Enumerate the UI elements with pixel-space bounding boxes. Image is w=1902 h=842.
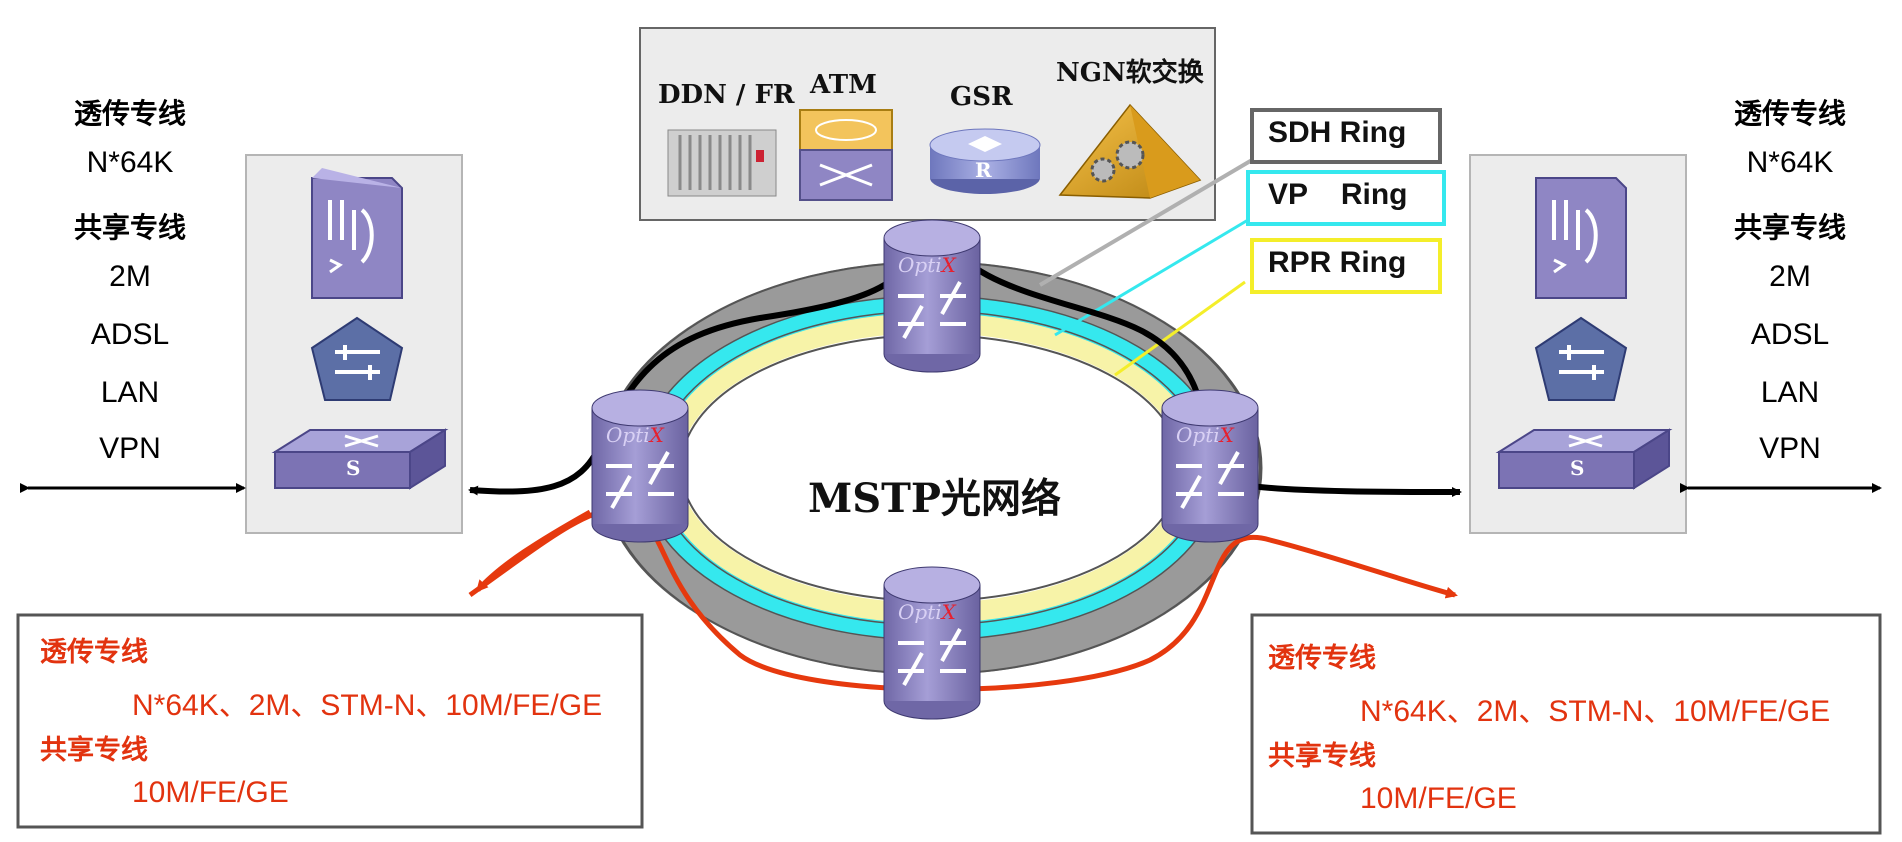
optix-node-right: OptiX xyxy=(1161,389,1259,543)
bottom-left-title-shared: 共享专线 xyxy=(40,735,148,766)
bottom-right-title-transparent: 透传专线 xyxy=(1268,643,1376,674)
optix-node-left: OptiX xyxy=(591,389,689,543)
left-label-shared-line: 共享专线 xyxy=(73,211,186,244)
right-label-adsl: ADSL xyxy=(1750,318,1830,351)
atm-switch-icon xyxy=(799,109,893,201)
right-label-n64k: N*64K xyxy=(1746,146,1834,179)
switching-arrows-icon xyxy=(1176,451,1244,509)
left-label-lan: LAN xyxy=(100,376,160,409)
router-letter: R xyxy=(975,158,992,182)
bottom-left-title-transparent: 透传专线 xyxy=(40,637,148,668)
left-label-adsl: ADSL xyxy=(90,318,170,351)
ddn-fr-label: DDN / FR xyxy=(658,80,795,110)
bottom-right-title-shared: 共享专线 xyxy=(1268,741,1376,772)
rpr-leader xyxy=(1114,280,1246,377)
left-switch-icon xyxy=(271,428,449,490)
gsr-router-icon xyxy=(929,128,1041,194)
left-switch-letter: S xyxy=(346,456,361,480)
optix-node-top: OptiX xyxy=(883,219,981,373)
switching-arrows-icon xyxy=(606,451,674,509)
atm-label: ATM xyxy=(810,70,877,100)
vp-legend-box xyxy=(1246,170,1446,226)
optix-node-bottom: OptiX xyxy=(883,566,981,720)
left-label-n64k: N*64K xyxy=(86,146,174,179)
ngn-label: NGN软交换 xyxy=(1056,58,1204,88)
optix-brand-label: OptiX xyxy=(606,423,665,447)
optix-brand-label: OptiX xyxy=(1176,423,1235,447)
right-mux-icon xyxy=(1535,177,1627,299)
optix-brand-label: OptiX xyxy=(898,600,957,624)
optix-nodes: OptiX OptiX OptiX OptiX xyxy=(591,219,1259,720)
bottom-left-value-shared: 10M/FE/GE xyxy=(132,776,289,809)
rpr-ring-label: RPR Ring xyxy=(1268,246,1407,279)
switching-arrows-icon xyxy=(898,628,966,686)
rpr-legend-box xyxy=(1250,238,1442,294)
center-network-label: MSTP光网络 xyxy=(808,475,1062,522)
right-switch-icon xyxy=(1495,428,1673,490)
sdh-legend-box xyxy=(1250,108,1442,164)
red-route-left-arrow xyxy=(476,509,592,593)
left-label-2m: 2M xyxy=(109,260,151,293)
right-label-vpn: VPN xyxy=(1759,432,1821,465)
right-router-icon xyxy=(1534,316,1628,401)
right-label-shared-line: 共享专线 xyxy=(1733,211,1846,244)
left-label-vpn: VPN xyxy=(99,432,161,465)
left-router-icon xyxy=(310,316,404,401)
right-label-transparent-line: 透传专线 xyxy=(1733,97,1846,130)
sdh-ring-label: SDH Ring xyxy=(1268,116,1407,149)
bottom-left-value-transparent: N*64K、2M、STM-N、10M/FE/GE xyxy=(132,689,603,722)
optix-brand-label: OptiX xyxy=(898,253,957,277)
vp-leader xyxy=(1054,218,1249,337)
right-switch-letter: S xyxy=(1570,456,1585,480)
gsr-label: GSR xyxy=(950,82,1013,112)
right-label-lan: LAN xyxy=(1760,376,1820,409)
bottom-right-value-shared: 10M/FE/GE xyxy=(1360,782,1517,815)
sdh-leader xyxy=(1038,158,1254,287)
bottom-right-box xyxy=(1250,613,1882,835)
bottom-right-value-transparent: N*64K、2M、STM-N、10M/FE/GE xyxy=(1360,695,1831,728)
left-label-transparent-line: 透传专线 xyxy=(73,97,186,130)
ddn-fr-device-icon xyxy=(667,129,777,197)
left-mux-icon xyxy=(311,168,403,299)
switching-arrows-icon xyxy=(898,281,966,339)
ngn-softswitch-icon xyxy=(1058,103,1202,199)
vp-ring-label: VP Ring xyxy=(1268,178,1408,211)
right-label-2m: 2M xyxy=(1769,260,1811,293)
bottom-left-box xyxy=(16,613,644,829)
